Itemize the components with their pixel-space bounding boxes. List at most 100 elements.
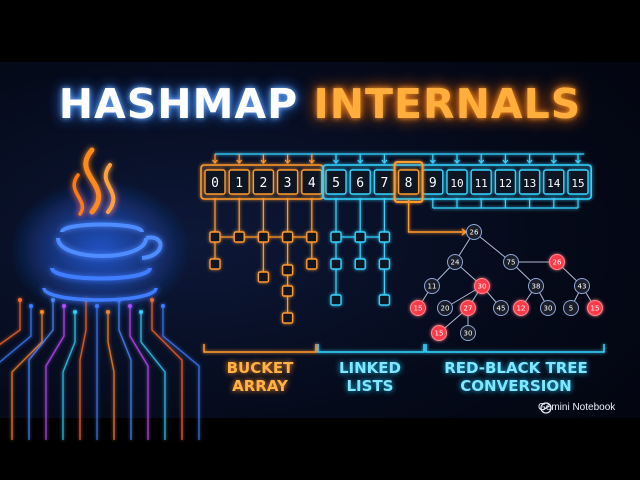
tree-node-n24: 24 <box>447 254 463 270</box>
tree-node-label: 26 <box>553 259 562 267</box>
tree-node-n5: 5 <box>563 300 579 316</box>
connector-arrow <box>308 159 315 164</box>
bucket-index-label: 1 <box>235 176 243 191</box>
bucket-index-label: 8 <box>405 176 413 191</box>
list-node <box>378 294 391 306</box>
tree-node-label: 27 <box>464 305 473 313</box>
list-node <box>306 258 318 270</box>
label-red-black-tree: RED-BLACK TREE CONVERSION <box>428 359 604 395</box>
bucket-cell-4: 4 <box>301 169 323 195</box>
bucket-cell-11: 11 <box>470 169 492 195</box>
connector-arrow <box>478 159 485 164</box>
list-node <box>281 312 294 324</box>
bucket-index-label: 13 <box>523 177 536 190</box>
connector-arrow <box>454 159 460 164</box>
tree-node-label: 24 <box>451 259 460 267</box>
list-node <box>209 231 221 243</box>
tree-node-label: 75 <box>507 259 516 267</box>
tree-node-label: 20 <box>441 305 450 313</box>
tree-node-n15c: 15 <box>431 325 447 341</box>
bucket-cell-14: 14 <box>543 169 565 195</box>
tree-node-n27: 27 <box>460 300 476 316</box>
tree-node-label: 45 <box>497 305 506 313</box>
label-bucket-line1: BUCKET <box>226 359 294 377</box>
connector-arrow <box>357 159 364 164</box>
watermark-text: Gemini Notebook <box>538 402 616 413</box>
label-bucket-array: BUCKET ARRAY <box>205 359 315 395</box>
connector-arrow <box>236 159 243 164</box>
bucket-cell-7: 7 <box>373 169 396 195</box>
connector-arrow <box>212 159 218 164</box>
bucket-cell-6: 6 <box>349 169 371 195</box>
tree-node-n11: 11 <box>424 278 440 294</box>
tree-node-label: 15 <box>435 330 444 338</box>
bucket-index-label: 14 <box>547 177 561 190</box>
bucket-index-label: 11 <box>475 177 488 190</box>
bucket-index-label: 9 <box>429 176 437 191</box>
list-node <box>209 258 221 270</box>
list-node <box>354 258 366 270</box>
label-tree-line2: CONVERSION <box>460 377 572 395</box>
list-node <box>257 271 270 283</box>
list-node <box>306 231 318 243</box>
bucket-index-label: 12 <box>499 177 512 190</box>
connector-arrow <box>260 159 267 164</box>
bucket-cell-9: 9 <box>422 169 444 195</box>
tree-node-n26b: 26 <box>549 254 565 270</box>
label-linked-lists: LINKED LISTS <box>318 359 422 395</box>
tree-node-n20: 20 <box>437 300 453 316</box>
tree-node-label: 12 <box>517 305 526 313</box>
bucket-cell-15: 15 <box>567 169 589 195</box>
tree-node-label: 38 <box>532 283 541 291</box>
tree-node-label: 30 <box>464 330 473 338</box>
list-node <box>354 231 366 243</box>
title: HASHMAP INTERNALS <box>0 80 640 128</box>
tree-node-label: 5 <box>569 305 573 313</box>
tree-node-n45: 45 <box>493 300 509 316</box>
tree-node-n15b: 15 <box>587 300 603 316</box>
bottom-letterbox <box>0 418 640 480</box>
section-brackets <box>203 344 605 353</box>
tree-node-n43: 43 <box>574 278 590 294</box>
tree-node-n30c: 30 <box>460 325 476 341</box>
tree-node-n75: 75 <box>503 254 519 270</box>
list-node <box>330 294 342 306</box>
bucket-cell-0: 0 <box>204 169 226 195</box>
list-node <box>233 231 245 243</box>
top-letterbox <box>0 0 640 62</box>
list-node <box>281 264 294 276</box>
connector-arrow <box>550 159 557 164</box>
connector-arrow <box>575 159 581 164</box>
connector-arrow <box>526 159 533 164</box>
bucket-cell-13: 13 <box>518 169 541 195</box>
list-node <box>378 231 391 243</box>
tree-node-label: 15 <box>591 305 600 313</box>
list-node <box>330 231 342 243</box>
connector-arrow <box>333 159 339 164</box>
bucket-index-label: 5 <box>332 176 340 191</box>
list-node <box>378 258 391 270</box>
tree-node-n30b: 30 <box>540 300 556 316</box>
list-node <box>281 285 294 297</box>
treeify-link <box>407 200 466 233</box>
tree-node-label: 43 <box>578 283 587 291</box>
bucket-cell-8: 8 <box>397 169 420 195</box>
bucket-cell-5: 5 <box>325 169 347 195</box>
bucket-cell-10: 10 <box>446 169 468 195</box>
tree-node-label: 11 <box>428 283 437 291</box>
list-node <box>281 231 294 243</box>
bucket-index-label: 15 <box>571 177 584 190</box>
bucket-index-label: 0 <box>211 176 219 191</box>
java-logo-icon <box>10 147 190 320</box>
label-linked-line1: LINKED <box>338 359 401 377</box>
label-bucket-line2: ARRAY <box>232 377 288 395</box>
list-node <box>330 258 342 270</box>
bucket-index-label: 7 <box>380 176 388 191</box>
bucket-connectors <box>212 153 585 209</box>
bucket-cell-2: 2 <box>252 169 275 195</box>
connector-arrow <box>284 159 291 164</box>
bucket-index-label: 4 <box>308 176 316 191</box>
